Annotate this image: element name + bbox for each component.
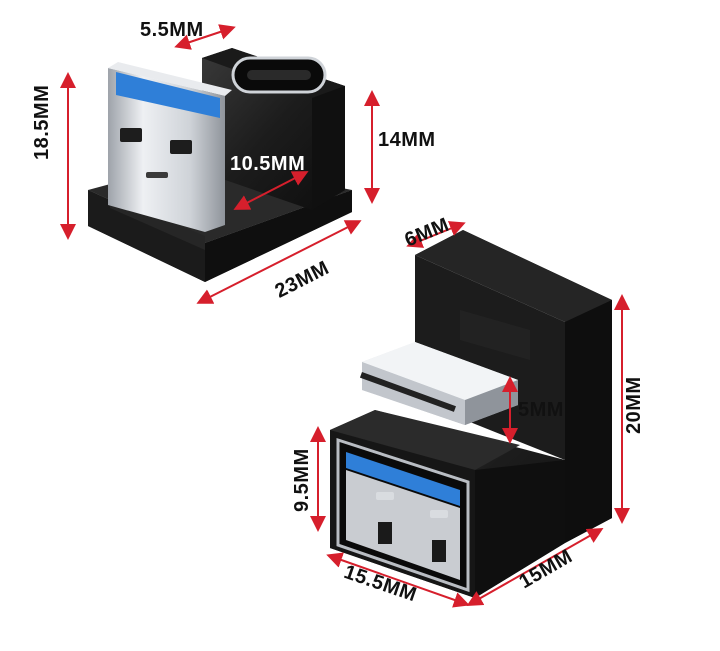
dim-label-a-top-depth: 5.5MM xyxy=(140,19,204,41)
dim-line-a-top-depth xyxy=(174,24,236,50)
dimension-lines xyxy=(60,24,630,608)
usb-a-blue-tongue xyxy=(116,72,220,118)
dim-line-b-depth xyxy=(466,528,604,606)
dim-line-a-length xyxy=(196,220,362,304)
dim-line-a-inner-gap xyxy=(233,171,309,210)
usb-a-port-blue-tongue xyxy=(346,452,460,506)
dim-label-a-step-height: 14MM xyxy=(378,129,436,151)
adapter-b xyxy=(330,230,612,598)
dim-label-b-total-height: 20MM xyxy=(623,376,645,434)
dim-label-a-height: 18.5MM xyxy=(31,84,53,160)
dim-label-a-inner-gap: 10.5MM xyxy=(230,153,306,175)
dim-label-b-port-height: 9.5MM xyxy=(291,448,313,512)
dim-label-b-plug-offset: 5MM xyxy=(518,399,564,421)
dim-line-b-top-depth xyxy=(406,221,466,248)
adapter-a xyxy=(88,48,352,282)
dim-line-b-width xyxy=(326,552,470,608)
